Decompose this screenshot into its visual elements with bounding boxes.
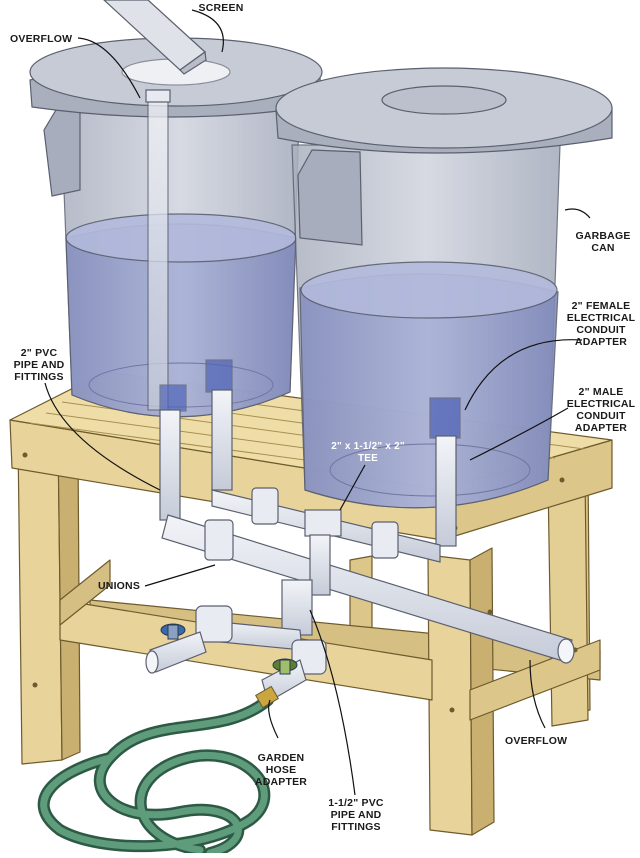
garden-hose xyxy=(37,685,279,858)
label-garbage-can: GARBAGE CAN xyxy=(575,230,631,254)
label-overflow-top: OVERFLOW xyxy=(10,33,73,45)
downspout xyxy=(103,0,207,75)
left-garbage-can xyxy=(29,37,323,418)
label-unions: UNIONS xyxy=(98,580,141,592)
label-tee: 2" x 1-1/2" x 2" TEE xyxy=(331,441,405,464)
label-screen: SCREEN xyxy=(198,2,244,14)
label-small-pvc: 1-1/2" PVC PIPE AND FITTINGS xyxy=(328,797,384,833)
label-pvc-pipe: 2" PVC PIPE AND FITTINGS xyxy=(13,347,65,383)
leader-lines xyxy=(44,9,591,796)
pvc-plumbing xyxy=(145,89,575,703)
label-female-adapter: 2" FEMALE ELECTRICAL CONDUIT ADAPTER xyxy=(566,300,636,348)
right-garbage-can xyxy=(275,67,613,509)
label-overflow-bottom: OVERFLOW xyxy=(505,735,568,747)
label-garden-hose-adapter: GARDEN HOSE ADAPTER xyxy=(254,752,308,788)
label-male-adapter: 2" MALE ELECTRICAL CONDUIT ADAPTER xyxy=(566,386,636,434)
valves xyxy=(160,623,298,675)
